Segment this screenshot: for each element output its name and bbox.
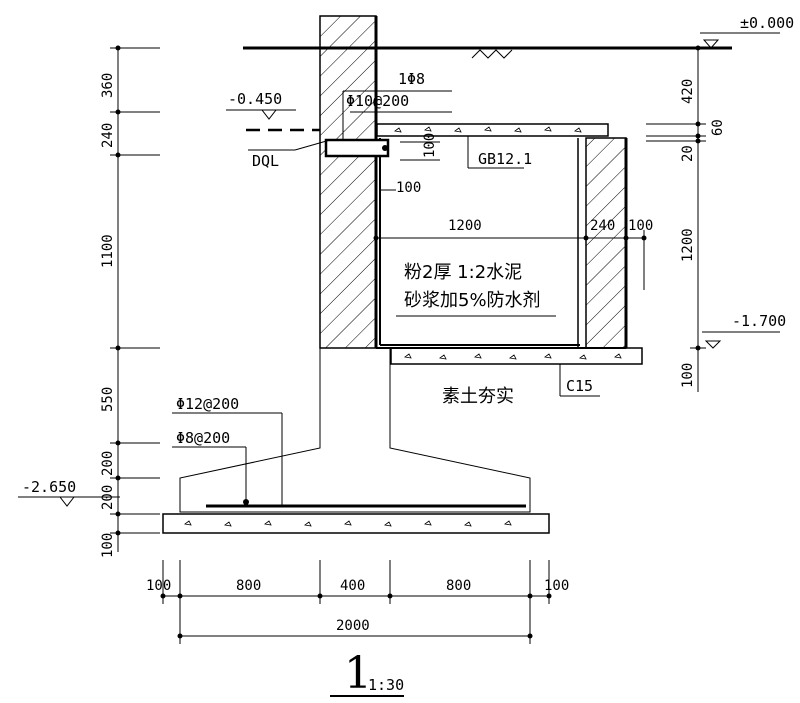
section-number: 1 [344,648,372,699]
beam-offset-label-a: 100 [396,180,421,196]
pit-elevation-label: -1.700 [732,312,786,330]
bottom-dim-2: 400 [340,578,365,594]
plaster-note-line2: 砂浆加5%防水剂 [404,290,541,311]
plaster-note-line1: 粉2厚 1:2水泥 [404,262,522,283]
footing-elevation-label: -2.650 [22,478,76,496]
bottom-dim-0: 100 [146,578,171,594]
left-dim-5: 200 [100,485,116,510]
right-dim-1: 60 [710,119,726,136]
bottom-dim-4: 100 [544,578,569,594]
inner-width-label: 1200 [448,218,482,234]
beam-elevation-label: -0.450 [228,90,282,108]
section-title: 1 1:30 [330,648,404,699]
cover-slab-label: GB12.1 [478,150,532,168]
cover-slab-callout: GB12.1 [467,136,532,169]
left-dim-2: 1100 [100,234,116,268]
right-dim-0: 420 [680,79,696,104]
right-dim-4: 100 [680,363,696,388]
stirrup-label: 1Φ8 [398,70,425,88]
right-dim-3: 1200 [680,228,696,262]
footing-elevation: -2.650 [18,478,120,507]
footing-rebar-dist-label: Φ8@200 [176,429,230,447]
left-dim-6: 100 [100,533,116,558]
compacted-soil-label: 素土夯实 [442,386,514,407]
right-dimension-chain: 420 60 20 1200 100 [646,45,726,392]
left-dim-0: 360 [100,73,116,98]
ground-elevation-label: ±0.000 [740,14,794,32]
pit-right-wall [577,137,628,349]
footing-rebar-main-label: Φ12@200 [176,395,239,413]
right-dim-2: 20 [680,145,696,162]
beam-rebar-label: Φ10@200 [346,92,409,110]
dql-label: DQL [252,152,279,170]
pit-width-dimension: 1200 240 100 [373,218,653,290]
bottom-total-dim: 2000 [336,618,370,634]
concrete-grade-label: C15 [566,377,593,395]
section-scale: 1:30 [368,676,404,694]
ring-beam: 1Φ8 Φ10@200 100 100 [324,70,452,196]
beam-offset-label-b: 100 [422,133,438,158]
left-dim-4: 200 [100,451,116,476]
pit-elevation: -1.700 [690,312,786,349]
left-dimension-chain: 360 240 1100 550 200 200 100 [100,45,160,558]
pit-floor-concrete: C15 素土夯实 [390,347,643,407]
beam-elevation: -0.450 DQL [226,90,331,170]
bottom-dim-1: 800 [236,578,261,594]
main-wall [319,15,378,349]
left-dim-1: 240 [100,123,116,148]
footing: Φ12@200 Φ8@200 [162,348,550,534]
plaster-note: 粉2厚 1:2水泥 砂浆加5%防水剂 [396,262,556,317]
left-dim-3: 550 [100,387,116,412]
wall-thickness-label: 240 [590,218,615,234]
wall-gap-label: 100 [628,218,653,234]
cover-slab [376,123,609,137]
bottom-dim-3: 800 [446,578,471,594]
bottom-dimension-chain: 100 800 400 800 100 2000 [146,560,569,644]
